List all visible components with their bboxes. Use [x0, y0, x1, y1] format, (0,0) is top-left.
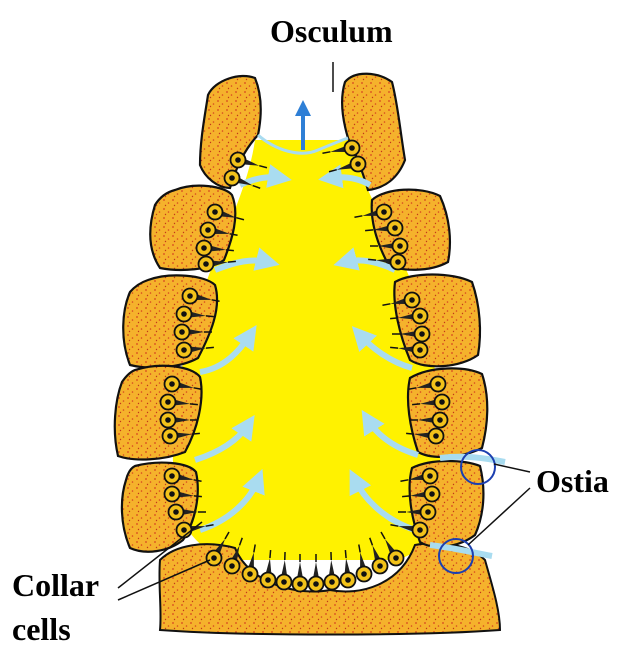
collar-label-line1: Collar [12, 567, 99, 603]
ostia-leader-line [494, 464, 530, 472]
collar-label-line2: cells [12, 611, 71, 647]
ostia-label: Ostia [536, 463, 609, 499]
osculum-label: Osculum [270, 13, 393, 49]
